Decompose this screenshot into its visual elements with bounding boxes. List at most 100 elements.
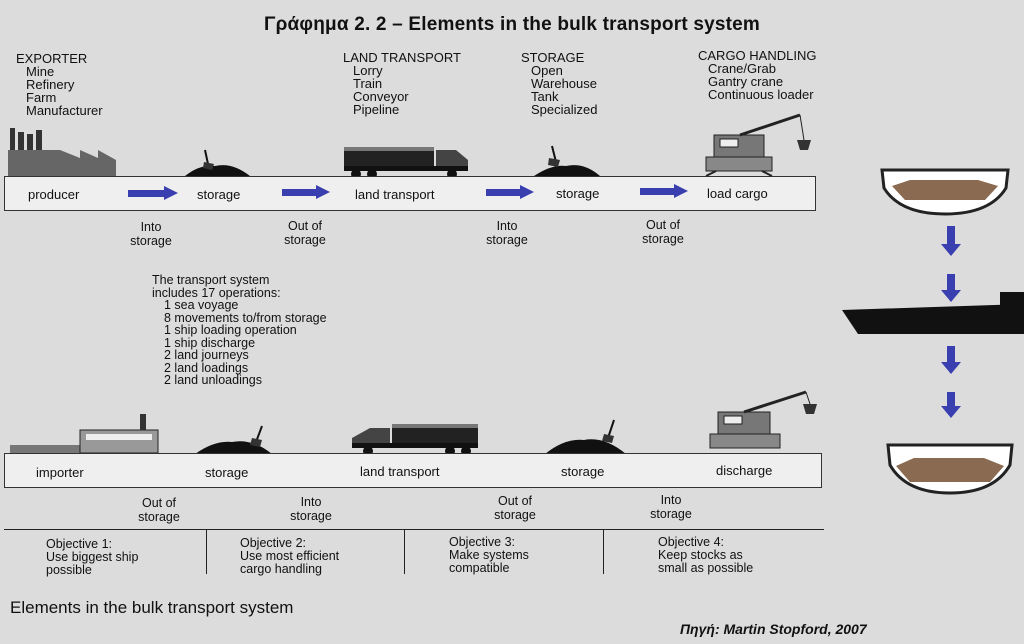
storage-item: Open <box>531 63 563 78</box>
down-arrow-icon <box>941 392 961 418</box>
objective-line: Objective 4: <box>658 535 725 549</box>
ship-silhouette-icon <box>842 292 1024 334</box>
down-arrow-icon <box>941 346 961 374</box>
sublabel-line: Out of <box>287 219 323 233</box>
crane-icon <box>709 390 817 449</box>
divider <box>404 530 405 574</box>
chain-step-label: storage <box>561 464 605 479</box>
chain-step-label: storage <box>556 186 600 201</box>
exporter-item: Mine <box>26 64 55 79</box>
divider <box>603 530 604 574</box>
objectives-rule <box>4 529 824 530</box>
sublabel-line: Out of <box>497 494 533 508</box>
operation-item: 1 ship loading operation <box>164 323 297 337</box>
operation-item: 1 ship discharge <box>164 335 256 350</box>
land-transport-list: LAND TRANSPORT Lorry Train Conveyor Pipe… <box>343 51 461 116</box>
storage-pile-icon <box>195 425 272 454</box>
sublabel-line: storage <box>130 234 172 248</box>
storage-item: Warehouse <box>531 76 597 91</box>
sublabel-line: storage <box>650 507 692 521</box>
right-arrow-icon <box>128 186 178 200</box>
cargo-handling-item: Continuous loader <box>708 87 814 102</box>
objective-4: Objective 4: Keep stocks as small as pos… <box>658 536 753 575</box>
operation-item: 2 land journeys <box>164 348 249 362</box>
objective-2: Objective 2: Use most efficient cargo ha… <box>240 537 339 576</box>
cargo-handling-item: Crane/Grab <box>708 61 776 76</box>
storage-heading: STORAGE <box>521 50 585 65</box>
sublabel: Into storage <box>472 219 542 247</box>
sublabel-line: Out of <box>645 218 681 232</box>
storage-list: STORAGE Open Warehouse Tank Specialized <box>521 51 598 116</box>
chain-step-label: land transport <box>360 464 440 479</box>
objective-line: Use biggest ship <box>46 550 139 564</box>
cargo-handling-item: Gantry crane <box>708 74 784 89</box>
down-arrow-icon <box>941 226 961 256</box>
land-transport-heading: LAND TRANSPORT <box>343 50 461 65</box>
sublabel: Into storage <box>276 495 346 523</box>
operation-item: 2 land loadings <box>164 360 249 375</box>
exporter-item: Refinery <box>26 77 75 92</box>
sublabel-line: Into <box>300 495 322 509</box>
right-arrow-icon <box>486 185 534 199</box>
storage-item: Specialized <box>531 102 598 117</box>
chain-step-label: importer <box>36 465 84 480</box>
objective-line: Objective 2: <box>240 536 307 550</box>
chain-step-label: storage <box>205 465 249 480</box>
sublabel-line: storage <box>284 233 326 247</box>
operations-heading: includes 17 operations: <box>152 285 281 300</box>
objective-3: Objective 3: Make systems compatible <box>449 536 529 575</box>
objective-line: Keep stocks as <box>658 548 743 562</box>
land-transport-item: Conveyor <box>353 89 409 104</box>
importer-building-icon <box>10 414 159 454</box>
operation-item: 1 sea voyage <box>164 298 239 312</box>
crane-icon <box>705 113 811 177</box>
chain-step-label: storage <box>197 187 241 202</box>
sublabel: Into storage <box>636 493 706 521</box>
chain-step-label: producer <box>28 187 80 202</box>
sublabel-line: Into <box>140 220 162 234</box>
chain-step-label: load cargo <box>707 186 768 201</box>
right-arrow-icon <box>282 185 330 199</box>
operation-item: 8 movements to/from storage <box>164 310 327 325</box>
cargo-handling-heading: CARGO HANDLING <box>698 48 817 63</box>
sublabel-line: Into <box>496 219 518 233</box>
land-transport-item: Lorry <box>353 63 383 78</box>
sublabel: Out of storage <box>124 496 194 524</box>
sublabel: Out of storage <box>480 494 550 522</box>
figure-title: Γράφημα 2. 2 – Elements in the bulk tran… <box>263 14 761 35</box>
objective-line: Objective 1: <box>46 537 113 551</box>
source-credit: Πηγή: Martin Stopford, 2007 <box>680 621 867 637</box>
chain-step-label: land transport <box>355 187 435 202</box>
exporter-list: EXPORTER Mine Refinery Farm Manufacturer <box>16 52 103 117</box>
operations-heading: The transport system <box>152 273 270 287</box>
operations-list: The transport system includes 17 operati… <box>152 274 327 387</box>
import-chain-band <box>4 453 822 488</box>
objective-line: Make systems <box>449 548 529 562</box>
sublabel-line: Into <box>660 493 682 507</box>
figure-caption: Elements in the bulk transport system <box>10 598 294 617</box>
sublabel: Into storage <box>116 220 186 248</box>
exporter-heading: EXPORTER <box>16 51 88 66</box>
sublabel: Out of storage <box>270 219 340 247</box>
cargo-handling-list: CARGO HANDLING Crane/Grab Gantry crane C… <box>698 49 816 101</box>
truck-icon <box>344 147 468 179</box>
sublabel-line: storage <box>486 233 528 247</box>
sublabel-line: storage <box>138 510 180 524</box>
sublabel-line: Out of <box>141 496 177 510</box>
operation-item: 2 land unloadings <box>164 373 262 387</box>
sublabel-line: storage <box>290 509 332 523</box>
factory-icon <box>8 128 116 176</box>
objective-line: cargo handling <box>240 562 323 576</box>
sublabel-line: storage <box>494 508 536 522</box>
ship-hull-icon <box>880 168 1010 216</box>
down-arrow-icon <box>941 274 961 302</box>
land-transport-item: Train <box>353 76 383 91</box>
objective-line: Objective 3: <box>449 535 516 549</box>
divider <box>206 530 207 574</box>
objective-line: compatible <box>449 561 510 575</box>
objective-line: small as possible <box>658 561 754 575</box>
objective-1: Objective 1: Use biggest ship possible <box>46 538 138 577</box>
sublabel: Out of storage <box>628 218 698 246</box>
exporter-item: Farm <box>26 90 57 105</box>
